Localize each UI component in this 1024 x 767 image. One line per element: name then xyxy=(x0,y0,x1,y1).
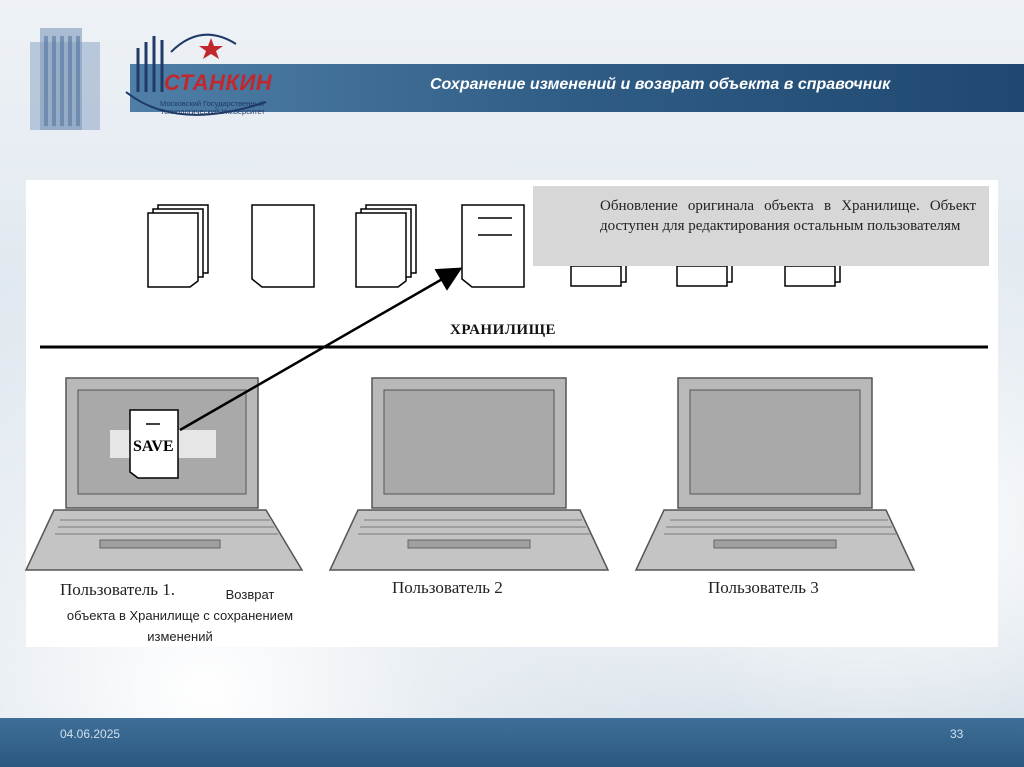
user-1-description: Возврат объекта в Хранилище с сохранение… xyxy=(62,584,298,647)
document-updated xyxy=(462,205,524,287)
document-stack-2 xyxy=(356,205,416,287)
footer-bar xyxy=(0,718,1024,767)
document-stack-1 xyxy=(148,205,208,287)
laptop-user-2 xyxy=(330,378,608,570)
callout-text: Обновление оригинала объекта в Хранилище… xyxy=(600,196,976,236)
user-3-label: Пользователь 3 xyxy=(708,578,819,598)
page-number: 33 xyxy=(950,727,963,741)
save-label: SAVE xyxy=(133,438,174,455)
callout-box: Обновление оригинала объекта в Хранилище… xyxy=(533,186,989,266)
laptop-user-3 xyxy=(636,378,914,570)
storage-label: ХРАНИЛИЩЕ xyxy=(450,322,556,339)
footer-date: 04.06.2025 xyxy=(60,727,120,741)
user-2-label: Пользователь 2 xyxy=(392,578,503,598)
document-1 xyxy=(252,205,314,287)
